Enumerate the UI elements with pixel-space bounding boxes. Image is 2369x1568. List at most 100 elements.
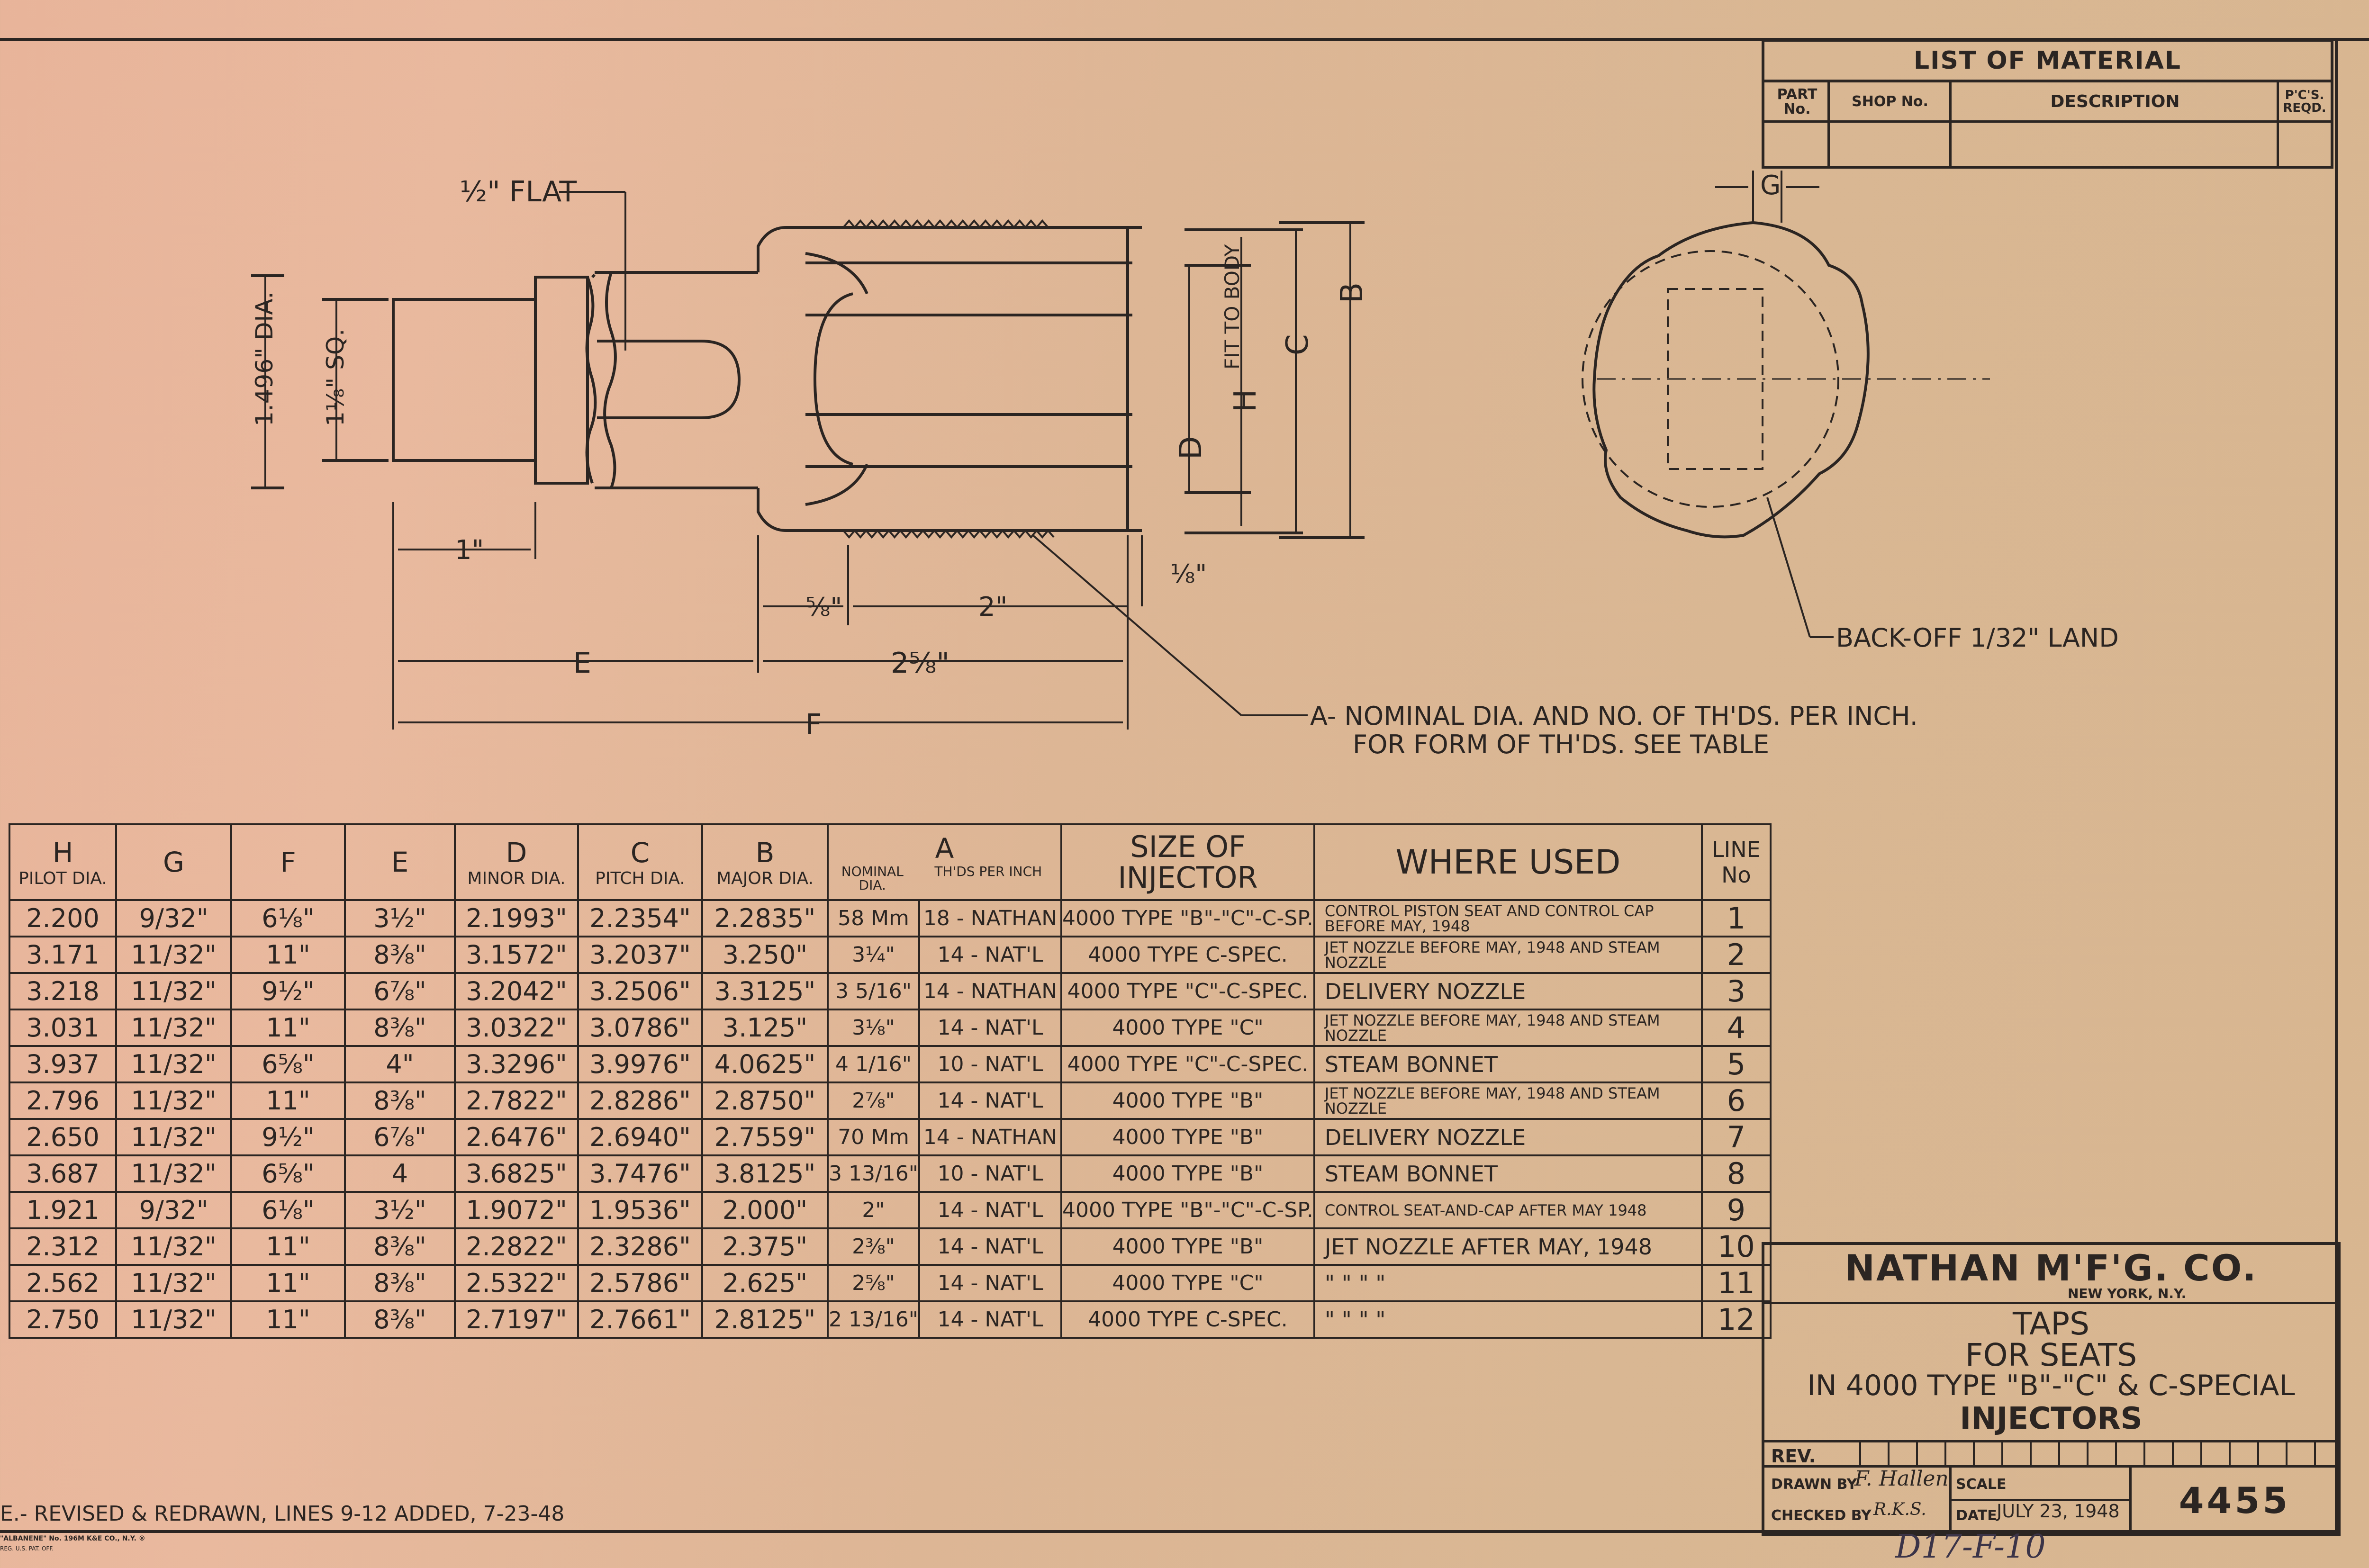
cell-d: 3.3296" — [454, 1045, 579, 1083]
cell-where: DELIVERY NOZZLE — [1313, 972, 1703, 1010]
cell-line: 2 — [1700, 936, 1772, 974]
cell-thds: 18 - NATHAN — [918, 899, 1063, 937]
cell-thds: 14 - NATHAN — [918, 972, 1063, 1010]
cell-e: 8⅜" — [344, 1300, 456, 1339]
cell-d: 3.6825" — [454, 1154, 579, 1193]
cell-g: 11/32" — [115, 1154, 232, 1193]
cell-g: 11/32" — [115, 972, 232, 1010]
cell-size: 4000 TYPE C-SPEC. — [1060, 1300, 1315, 1339]
cell-f: 6⅛" — [230, 1191, 346, 1229]
label-D: D — [1174, 436, 1209, 460]
cell-f: 6⅝" — [230, 1045, 346, 1083]
cell-b: 2.375" — [701, 1227, 829, 1266]
cell-nom: 3⅛" — [826, 1009, 921, 1047]
cell-c: 2.3286" — [577, 1227, 703, 1266]
cell-e: 8⅜" — [344, 1009, 456, 1047]
cell-size: 4000 TYPE "B" — [1060, 1154, 1315, 1193]
cell-size: 4000 TYPE "C"-C-SPEC. — [1060, 1045, 1315, 1083]
cell-b: 2.8750" — [701, 1081, 829, 1120]
drawn-by-label: DRAWN BY — [1771, 1476, 1857, 1493]
cell-d: 2.5322" — [454, 1264, 579, 1302]
cell-g: 11/32" — [115, 1118, 232, 1156]
cell-b: 3.250" — [701, 936, 829, 974]
cell-f: 11" — [230, 1300, 346, 1339]
cell-d: 1.9072" — [454, 1191, 579, 1229]
revision-note: E.- REVISED & REDRAWN, LINES 9-12 ADDED,… — [0, 1502, 565, 1526]
tb-divider-2 — [1764, 1440, 2338, 1442]
fit-to-body-label: FIT TO BODY — [1221, 244, 1244, 369]
cell-e: 3½" — [344, 1191, 456, 1229]
cell-size: 4000 TYPE "C"-C-SPEC. — [1060, 972, 1315, 1010]
cell-e: 6⅞" — [344, 972, 456, 1010]
cell-b: 3.3125" — [701, 972, 829, 1010]
dim-2in-label: 2" — [978, 592, 1007, 622]
col-e: E — [344, 823, 456, 901]
cell-e: 6⅞" — [344, 1118, 456, 1156]
cell-where: CONTROL PISTON SEAT AND CONTROL CAP BEFO… — [1313, 899, 1703, 937]
cell-c: 3.7476" — [577, 1154, 703, 1193]
cell-f: 11" — [230, 1264, 346, 1302]
list-of-material: LIST OF MATERIAL PART No. SHOP No. DESCR… — [1762, 39, 2333, 169]
break-line-left — [585, 276, 597, 484]
cell-b: 4.0625" — [701, 1045, 829, 1083]
cell-nom: 2" — [826, 1191, 921, 1229]
cell-size: 4000 TYPE C-SPEC. — [1060, 936, 1315, 974]
cell-b: 2.8125" — [701, 1300, 829, 1339]
tb-divider-3 — [1764, 1465, 2338, 1468]
cell-d: 2.6476" — [454, 1118, 579, 1156]
cell-c: 2.5786" — [577, 1264, 703, 1302]
cell-nom: 58 Mm — [826, 899, 921, 937]
border-top — [0, 38, 2369, 41]
cell-f: 11" — [230, 936, 346, 974]
end-view-pitch-circle — [1582, 250, 1839, 508]
back-off-label: BACK-OFF 1/32" LAND — [1836, 623, 2119, 653]
col-g: G — [115, 823, 232, 901]
col-a-nominal: NOMINAL DIA. — [841, 863, 904, 893]
col-a: A NOMINAL DIA. TH'DS PER INCH — [826, 823, 1063, 901]
cell-c: 2.8286" — [577, 1081, 703, 1120]
cell-thds: 14 - NAT'L — [918, 1300, 1063, 1339]
cell-h: 2.650 — [9, 1118, 117, 1156]
shank-collar — [534, 276, 589, 485]
cell-g: 11/32" — [115, 936, 232, 974]
tap-body — [757, 226, 1129, 532]
cell-e: 8⅜" — [344, 1264, 456, 1302]
drawing-number: 4455 — [2179, 1479, 2291, 1522]
drawn-by-signature: F. Hallen — [1854, 1467, 1949, 1491]
col-a-thds: TH'DS PER INCH — [934, 863, 1042, 879]
cell-b: 3.125" — [701, 1009, 829, 1047]
cell-where: JET NOZZLE AFTER MAY, 1948 — [1313, 1227, 1703, 1266]
dim-5-8-label: ⅝" — [805, 592, 842, 622]
drawing-title-line1: TAPS — [2012, 1306, 2090, 1342]
cell-nom: 2⅝" — [826, 1264, 921, 1302]
cell-thds: 10 - NAT'L — [918, 1045, 1063, 1083]
cell-nom: 2⅞" — [826, 1081, 921, 1120]
label-B: B — [1335, 282, 1370, 303]
dia-1496-label: 1.496" DIA. — [251, 292, 278, 427]
cell-d: 2.7822" — [454, 1081, 579, 1120]
cell-nom: 70 Mm — [826, 1118, 921, 1156]
cell-f: 9½" — [230, 1118, 346, 1156]
lom-title-divider — [1764, 80, 2331, 82]
cell-e: 8⅜" — [344, 1081, 456, 1120]
border-bottom — [0, 1530, 2338, 1533]
cell-b: 2.000" — [701, 1191, 829, 1229]
col-line: LINE No — [1700, 823, 1772, 901]
cell-where: STEAM BONNET — [1313, 1154, 1703, 1193]
cell-c: 2.7661" — [577, 1300, 703, 1339]
cell-e: 8⅜" — [344, 1227, 456, 1266]
label-H: H — [1228, 389, 1263, 412]
cell-thds: 14 - NAT'L — [918, 1264, 1063, 1302]
cell-c: 3.2037" — [577, 936, 703, 974]
drawing-title-line4: INJECTORS — [1960, 1401, 2143, 1436]
col-where: WHERE USED — [1313, 823, 1703, 901]
tb-divider-1 — [1764, 1302, 2338, 1304]
sq-label: 1⅛" SQ. — [322, 329, 349, 426]
cell-line: 11 — [1700, 1264, 1772, 1302]
cell-g: 9/32" — [115, 1191, 232, 1229]
